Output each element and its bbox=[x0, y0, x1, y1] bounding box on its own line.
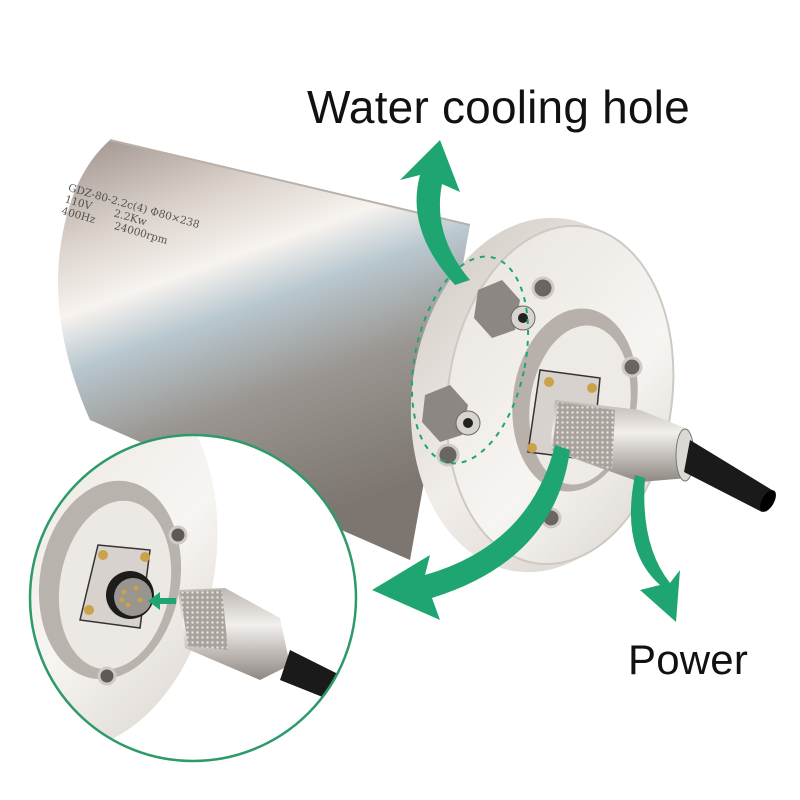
arrow-up-icon bbox=[400, 140, 470, 285]
cooling-path-dashes bbox=[410, 255, 530, 465]
small-insert-arrow-icon bbox=[148, 592, 176, 610]
arrow-down-left-icon bbox=[372, 445, 570, 620]
water-nozzles bbox=[422, 280, 536, 442]
connector-detail-inset bbox=[28, 433, 358, 763]
arrow-down-icon bbox=[630, 475, 680, 622]
power-label: Power bbox=[628, 636, 749, 683]
spindle-body bbox=[58, 139, 471, 560]
power-connector bbox=[527, 369, 776, 512]
water-cooling-label: Water cooling hole bbox=[307, 81, 690, 133]
